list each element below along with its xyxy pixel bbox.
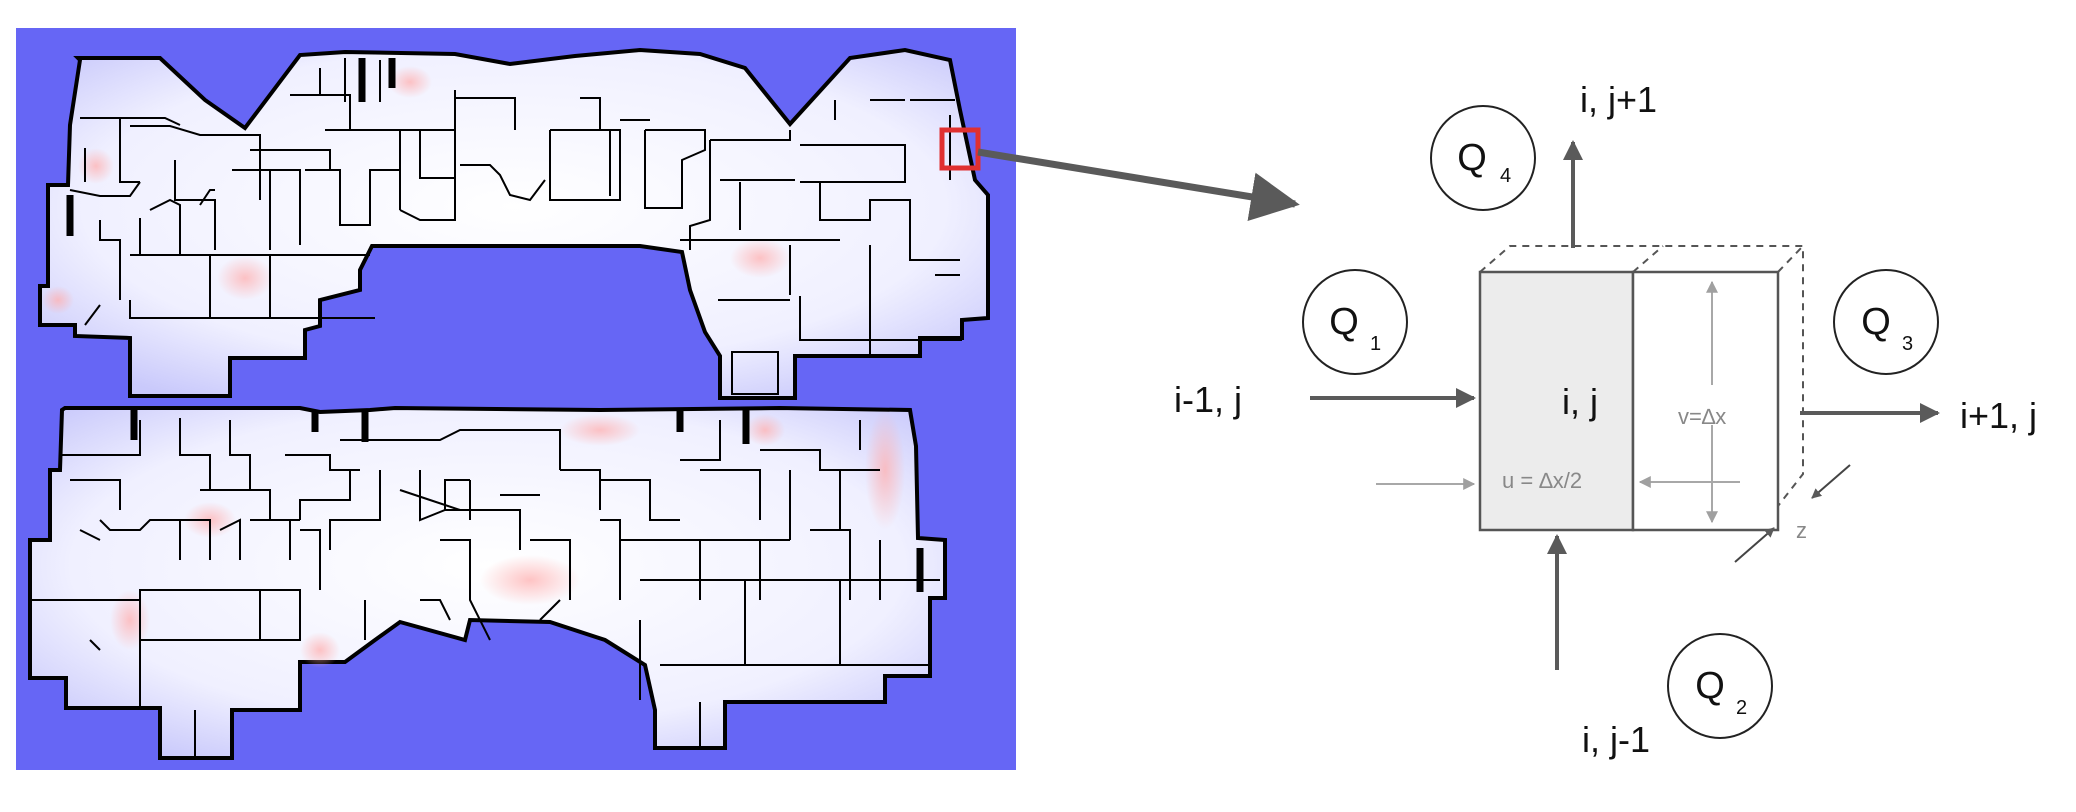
label-top: i, j+1 <box>1580 79 1657 120</box>
flow-arrows <box>1310 140 1940 670</box>
q3-circle: Q 3 <box>1833 269 1939 375</box>
upper-interior-walls <box>69 58 962 355</box>
label-u-dimension: u = ∆x/2 <box>1502 468 1582 493</box>
label-center: i, j <box>1562 381 1598 422</box>
zoom-arrow <box>977 148 1300 222</box>
q1-circle: Q 1 <box>1302 269 1408 375</box>
cell-3d-outline <box>1479 245 1804 507</box>
annex-room <box>731 351 779 395</box>
dimension-arrows <box>1376 280 1740 524</box>
cell-diagram: Q 4 Q 1 Q 3 Q 2 i, j i-1, j i+1, j i, j+… <box>1174 79 2037 760</box>
heat-spots <box>42 66 905 668</box>
z-depth-arrows <box>1734 464 1851 563</box>
svg-text:4: 4 <box>1500 165 1511 187</box>
svg-text:Q: Q <box>1457 137 1487 179</box>
floor-plan-map <box>16 28 1016 770</box>
highlight-cell-box <box>939 127 981 171</box>
q2-circle: Q 2 <box>1667 633 1773 739</box>
svg-text:Q: Q <box>1329 301 1359 343</box>
cell-right-half <box>1631 270 1780 532</box>
svg-text:1: 1 <box>1370 333 1381 355</box>
label-right: i+1, j <box>1960 395 2037 436</box>
q4-circle: Q 4 <box>1430 105 1536 211</box>
label-bottom: i, j-1 <box>1582 719 1650 760</box>
svg-text:Q: Q <box>1695 665 1725 707</box>
label-z-dimension: z <box>1796 518 1807 543</box>
thick-wall-segments <box>66 58 924 592</box>
label-left: i-1, j <box>1174 379 1242 420</box>
svg-text:Q: Q <box>1861 301 1891 343</box>
svg-text:3: 3 <box>1902 333 1913 355</box>
lower-interior-walls <box>30 418 940 758</box>
label-v-dimension: v=∆x <box>1678 404 1726 429</box>
svg-text:2: 2 <box>1736 697 1747 719</box>
upper-building-floor <box>38 47 990 400</box>
